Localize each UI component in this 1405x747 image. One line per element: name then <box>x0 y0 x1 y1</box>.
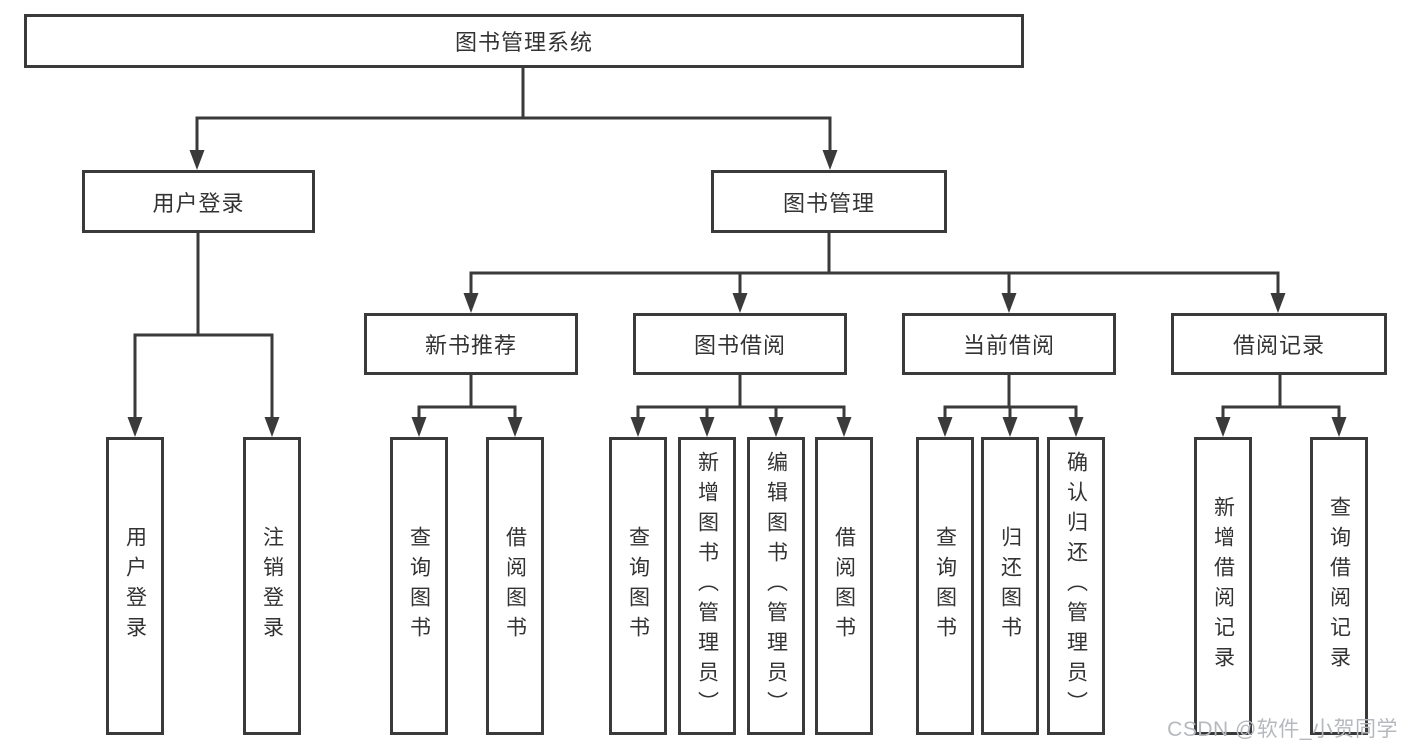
watermark: CSDN @软件_小贺同学 <box>1167 718 1398 741</box>
leaf-edit-books-admin-box: 编辑图书（管理员） <box>747 437 805 735</box>
leaf-query-books-box: 查询图书 <box>916 437 974 735</box>
node-label: 查询图书 <box>407 526 431 646</box>
node-label: 查询借阅记录 <box>1327 496 1351 676</box>
leaf-add-borrow-record-box: 新增借阅记录 <box>1194 437 1252 735</box>
node-label: 图书管理 <box>782 190 875 216</box>
node-label: 用户登录 <box>152 190 245 216</box>
node-label: 查询图书 <box>626 526 650 646</box>
group-new-book-recommend-box: 新书推荐 <box>364 313 578 375</box>
leaf-confirm-return-admin-box: 确认归还（管理员） <box>1047 437 1105 735</box>
node-label: 查询图书 <box>933 526 957 646</box>
branch-book-management-box: 图书管理 <box>711 170 947 233</box>
node-label: 确认归还（管理员） <box>1064 451 1088 721</box>
node-library-management-system: 图书管理系统 <box>24 14 1024 68</box>
node-label: 归还图书 <box>998 526 1022 646</box>
node-label: 借阅图书 <box>832 526 856 646</box>
leaf-borrow-books-box: 借阅图书 <box>486 437 544 735</box>
group-borrowing-records-box: 借阅记录 <box>1171 313 1387 375</box>
node-label: 图书借阅 <box>693 333 786 358</box>
node-label: 新增图书（管理员） <box>695 451 719 721</box>
leaf-user-login-box: 用户登录 <box>106 437 164 735</box>
node-label: 编辑图书（管理员） <box>764 451 788 721</box>
node-label: 新增借阅记录 <box>1211 496 1235 676</box>
leaf-query-books-box: 查询图书 <box>609 437 667 735</box>
node-label: 借阅记录 <box>1232 333 1325 358</box>
node-label: 新书推荐 <box>424 333 517 358</box>
leaf-return-books-box: 归还图书 <box>981 437 1039 735</box>
leaf-logout-box: 注销登录 <box>243 437 301 735</box>
node-label: 注销登录 <box>260 526 284 646</box>
leaf-query-borrow-record-box: 查询借阅记录 <box>1310 437 1368 735</box>
node-label: 借阅图书 <box>503 526 527 646</box>
group-current-borrowing-box: 当前借阅 <box>902 313 1116 375</box>
node-label: 当前借阅 <box>962 333 1055 358</box>
node-label: 用户登录 <box>123 526 147 646</box>
leaf-query-books-box: 查询图书 <box>390 437 448 735</box>
node-label: 图书管理系统 <box>454 30 593 55</box>
leaf-add-books-admin-box: 新增图书（管理员） <box>678 437 736 735</box>
branch-user-login-box: 用户登录 <box>82 170 315 233</box>
leaf-borrow-books-box: 借阅图书 <box>815 437 873 735</box>
group-book-borrowing-box: 图书借阅 <box>633 313 847 375</box>
